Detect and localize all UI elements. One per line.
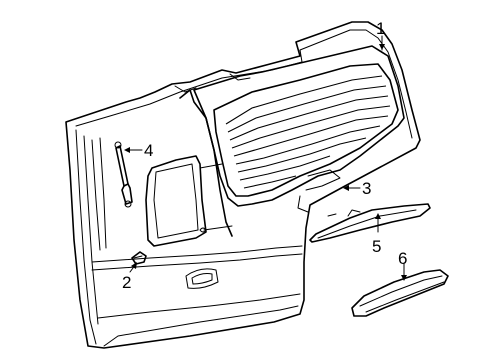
window-opening-frame <box>145 45 405 247</box>
rear-glass <box>213 63 399 213</box>
liftgate-bumper <box>131 251 147 265</box>
callout-5: 5 <box>372 237 381 256</box>
lift-support-strut <box>114 141 133 208</box>
callout-6: 6 <box>398 249 407 268</box>
callout-1: 1 <box>376 19 385 38</box>
liftgate-panel <box>65 21 421 349</box>
lamp-lens-cover <box>351 269 449 317</box>
callout-4: 4 <box>144 141 153 160</box>
high-mount-stop-lamp <box>309 203 431 243</box>
callout-3: 3 <box>362 179 371 198</box>
callout-2: 2 <box>122 273 131 292</box>
callout-leaders <box>124 35 407 281</box>
